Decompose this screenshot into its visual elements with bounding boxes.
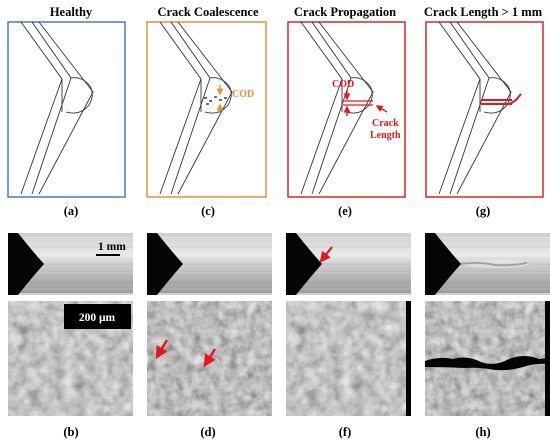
crack-length-label-line1: Crack [372, 118, 399, 129]
panel-frame-g [425, 21, 544, 198]
chevron-outline-a [20, 21, 94, 195]
panel-c-coalescence: Crack Coalescence COD (c) [146, 5, 267, 218]
scale-bar-macro: 1 mm [96, 241, 126, 256]
panel-frame-e [287, 21, 406, 198]
micro-photo-h [425, 301, 550, 416]
stage-title-healthy: Healthy [50, 5, 93, 19]
panel-a-healthy: Healthy (a) [7, 5, 126, 218]
micro-photo-b: 200 μm [8, 301, 133, 416]
photo-label-b: (b) [63, 425, 78, 439]
cod-arrows-e [343, 90, 388, 116]
chevron-outline-g [438, 21, 512, 195]
diagram-label-g: (g) [476, 204, 491, 218]
panel-frame-a [7, 21, 126, 198]
photo-label-d: (d) [200, 425, 215, 439]
crack-length-label-line2: Length [370, 130, 401, 141]
cod-label-c: COD [232, 89, 254, 100]
microcracks-c [204, 96, 227, 105]
crack-indicator-arrow-f [319, 246, 333, 263]
scale-bar-micro: 200 μm [64, 304, 131, 329]
crack-indicator-arrow-d2 [203, 348, 217, 368]
micro-photo-d [147, 301, 272, 416]
crack-band-g [481, 93, 522, 105]
stage-title-coalescence: Crack Coalescence [157, 5, 258, 19]
photo-label-h: (h) [475, 425, 490, 439]
macro-photo-d [147, 233, 272, 295]
scale-bar-macro-label: 1 mm [98, 241, 126, 253]
diagram-label-c: (c) [201, 204, 215, 218]
macro-photo-h [425, 233, 550, 295]
micro-photo-f [286, 301, 411, 416]
crack-lines-e [343, 100, 373, 106]
panel-g-length: Crack Length > 1 mm (g) [424, 5, 544, 218]
diagram-label-e: (e) [338, 204, 352, 218]
scale-bar-micro-label: 200 μm [79, 312, 116, 324]
diagram-label-a: (a) [64, 204, 79, 218]
macro-photo-b: 1 mm [8, 233, 133, 295]
stage-title-propagation: Crack Propagation [294, 5, 396, 19]
panel-e-propagation: Crack Propagation COD Crack Length (e) [287, 5, 406, 218]
photo-label-f: (f) [339, 425, 352, 439]
cod-label-e: COD [332, 79, 354, 90]
panel-frame-c [146, 21, 267, 198]
chevron-outline-c [159, 21, 233, 195]
chevron-outline-e [300, 21, 374, 195]
crack-indicator-arrow-d1 [155, 339, 169, 360]
stage-title-length: Crack Length > 1 mm [424, 5, 543, 19]
macro-photo-f [286, 233, 411, 295]
